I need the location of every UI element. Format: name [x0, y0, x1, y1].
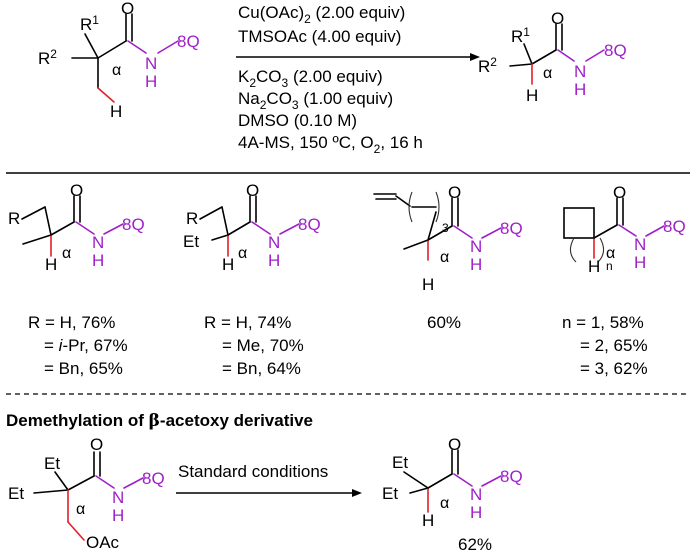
- reagent-na2co3: Na2CO3 (1.00 equiv): [238, 89, 393, 112]
- s1-n-label: N: [92, 233, 104, 252]
- acetoxy-o-label: O: [90, 435, 103, 454]
- substrate-4: n O H α N H 8Q: [563, 183, 686, 276]
- reagent-conditions: 4A-MS, 150 ºC, O2, 16 h: [238, 133, 423, 156]
- terminal-h-label: H: [110, 102, 122, 121]
- prod-et1-label: Et: [392, 453, 408, 472]
- substrate-2: R Et O H α N H 8Q: [183, 181, 321, 274]
- s4-o-label: O: [613, 183, 626, 202]
- s4-alpha-label: α: [606, 245, 615, 262]
- reagent-tmsoac: TMSOAc (4.00 equiv): [238, 27, 401, 46]
- s3-nh-label: H: [470, 255, 482, 274]
- carbonyl-o-label: O: [121, 0, 134, 18]
- s2-nh-label: H: [268, 251, 280, 270]
- product-h-label: H: [526, 86, 538, 105]
- s2-yield-3: = Bn, 64%: [222, 359, 301, 378]
- product-carbonyl-o-label: O: [551, 9, 564, 28]
- s4-nh-label: H: [634, 253, 646, 272]
- s1-yield-1: R = H, 76%: [28, 313, 115, 332]
- s4-h-label: H: [588, 257, 600, 276]
- s4-yield-1: n = 1, 58%: [562, 313, 644, 332]
- prod-nh-label: H: [470, 503, 482, 522]
- s1-h-label: H: [45, 255, 57, 274]
- alpha-label: α: [112, 62, 121, 79]
- prod-h-label: H: [422, 511, 434, 530]
- s4-8q-label: 8Q: [663, 217, 686, 236]
- product-amide-h-label: H: [574, 80, 586, 99]
- general-product: O R1 R2 H α N H 8Q: [478, 9, 627, 105]
- s2-o-label: O: [246, 181, 259, 200]
- s1-alpha-label: α: [62, 245, 71, 262]
- product-amide-n-label: N: [574, 62, 586, 81]
- s2-8q-label: 8Q: [298, 215, 321, 234]
- acetoxy-substrate: Et Et O α N H 8Q OAc: [8, 435, 165, 552]
- prod-o-label: O: [448, 435, 461, 454]
- acetoxy-nh-label: H: [112, 506, 124, 525]
- s2-et-label: Et: [183, 232, 199, 251]
- r1-label: R1: [80, 13, 99, 34]
- s1-yield-3: = Bn, 65%: [44, 359, 123, 378]
- prod-n-label: N: [470, 485, 482, 504]
- section-title: Demethylation of β-acetoxy derivative: [6, 411, 313, 431]
- acetoxy-oac-label: OAc: [86, 533, 120, 552]
- general-substrate: O R1 R2 α N H 8Q H: [38, 0, 200, 121]
- acetoxy-et2-label: Et: [8, 484, 24, 503]
- product-r2-label: R2: [478, 55, 497, 76]
- s1-8q-label: 8Q: [122, 215, 145, 234]
- reagent-cu: Cu(OAc)2 (2.00 equiv): [238, 3, 405, 26]
- reagent-k2co3: K2CO3 (2.00 equiv): [238, 67, 383, 90]
- s2-n-label: N: [268, 233, 280, 252]
- s4-yield-2: = 2, 65%: [580, 336, 648, 355]
- aminoquinoline-label: 8Q: [177, 32, 200, 51]
- prod-8q-label: 8Q: [500, 467, 523, 486]
- acetoxy-n-label: N: [112, 488, 124, 507]
- s3-8q-label: 8Q: [500, 219, 523, 238]
- s2-r-label: R: [186, 209, 198, 228]
- s1-nh-label: H: [92, 251, 104, 270]
- product-r1-label: R1: [511, 25, 530, 46]
- amide-n-label: N: [145, 54, 157, 73]
- demethylated-product: Et Et O H α N H 8Q: [382, 435, 523, 530]
- product-aminoquinoline-label: 8Q: [604, 41, 627, 60]
- s2-h-label: H: [222, 255, 234, 274]
- reagent-dmso: DMSO (0.10 M): [238, 111, 357, 130]
- s2-yield-1: R = H, 74%: [204, 313, 291, 332]
- s1-o-label: O: [70, 181, 83, 200]
- s3-subscript-3: 3: [442, 221, 449, 235]
- reaction-arrow: [236, 53, 480, 61]
- s3-alpha-label: α: [440, 249, 449, 266]
- s4-subscript-n: n: [606, 259, 613, 273]
- prod-alpha-label: α: [440, 495, 449, 512]
- acetoxy-8q-label: 8Q: [142, 469, 165, 488]
- s3-yield-1: 60%: [427, 313, 461, 332]
- s1-yield-2: = i-Pr, 67%: [44, 336, 128, 355]
- s2-yield-2: = Me, 70%: [222, 336, 304, 355]
- prod-et2-label: Et: [382, 484, 398, 503]
- arrow-label: Standard conditions: [178, 462, 328, 481]
- s1-r-label: R: [8, 209, 20, 228]
- substrate-3: 3 O H α N H 8Q: [373, 183, 523, 294]
- prod-yield: 62%: [458, 535, 492, 554]
- s4-n-label: N: [634, 235, 646, 254]
- acetoxy-et1-label: Et: [44, 454, 60, 473]
- s3-o-label: O: [448, 183, 461, 202]
- product-alpha-label: α: [543, 65, 552, 82]
- s4-yield-3: = 3, 62%: [580, 359, 648, 378]
- standard-arrow: [176, 489, 362, 497]
- s2-alpha-label: α: [238, 245, 247, 262]
- substrate-1: R O H α N H 8Q: [8, 181, 145, 274]
- s3-h-label: H: [422, 275, 434, 294]
- amide-h-label: H: [145, 72, 157, 91]
- r2-label: R2: [38, 47, 57, 68]
- acetoxy-alpha-label: α: [76, 501, 85, 518]
- s3-n-label: N: [470, 237, 482, 256]
